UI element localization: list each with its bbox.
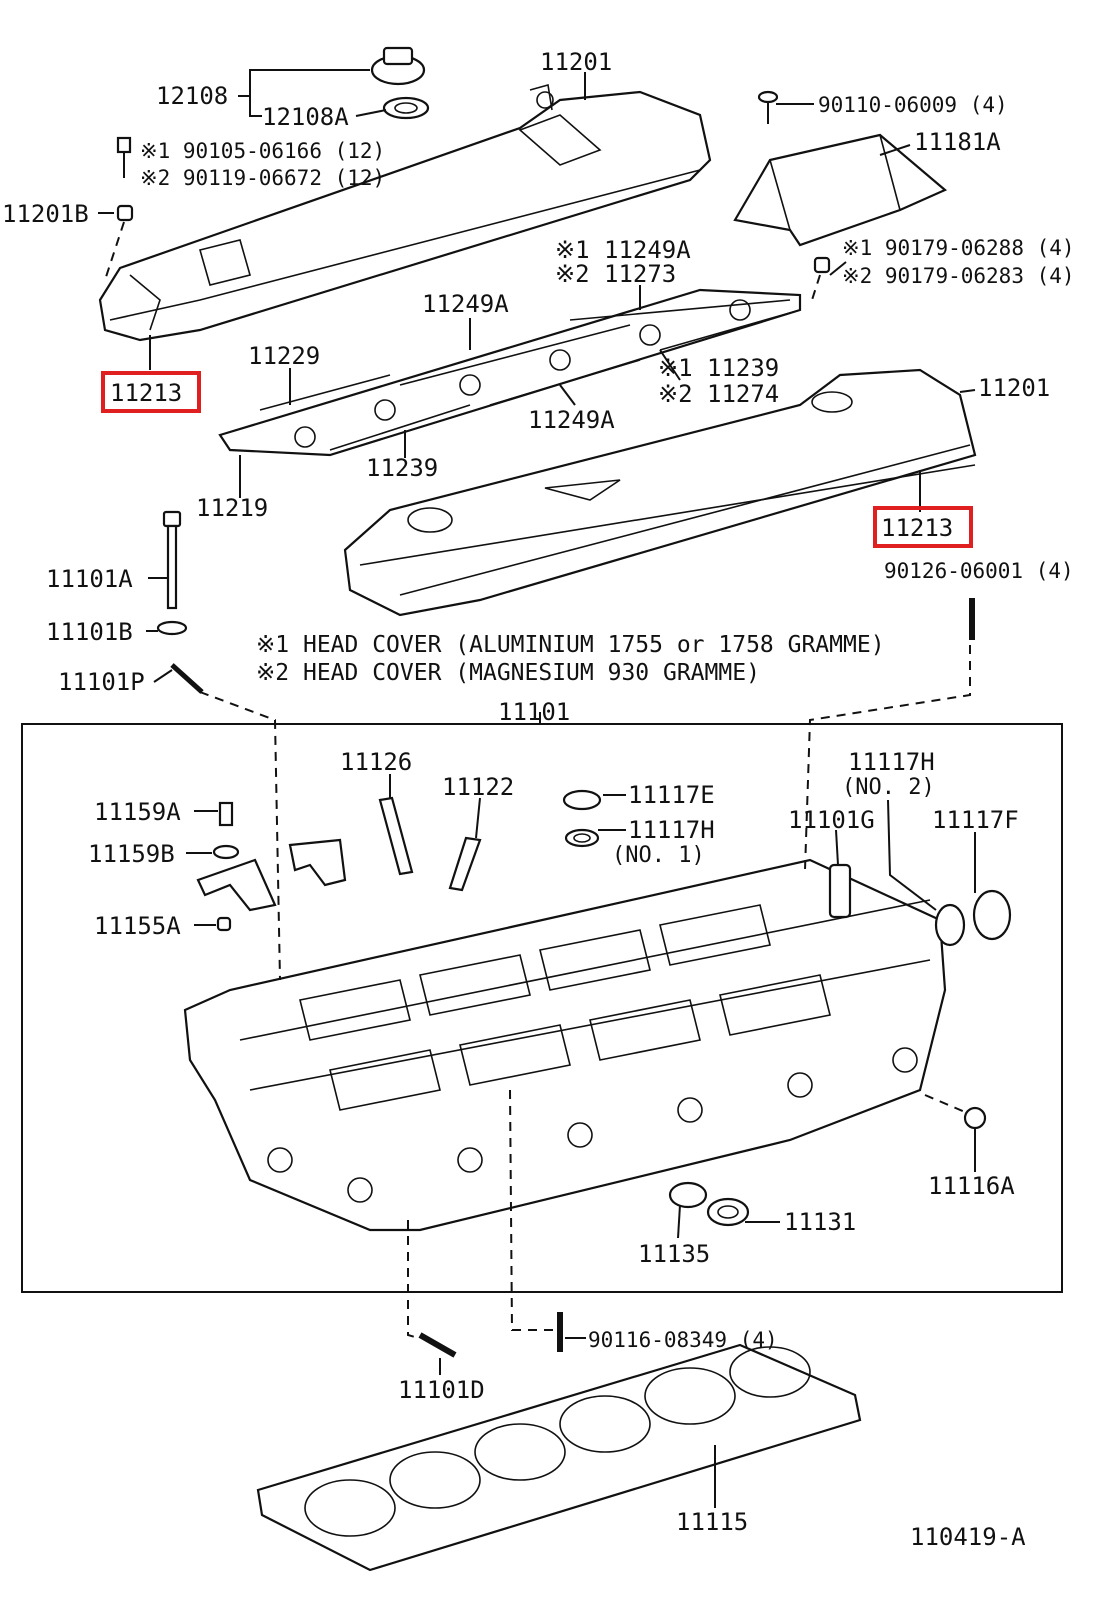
label-11159b[interactable]: 11159B (88, 840, 175, 868)
label-11122[interactable]: 11122 (442, 773, 514, 801)
label-11101d[interactable]: 11101D (398, 1376, 485, 1404)
label-11101b[interactable]: 11101B (46, 618, 133, 646)
label-90105[interactable]: ※1 90105-06166 (12) (140, 139, 385, 163)
label-11201-top[interactable]: 11201 (540, 48, 612, 76)
screw-90110-illustration (757, 90, 779, 124)
label-11117h-no1-qualifier[interactable]: (NO. 1) (612, 843, 705, 868)
head-bolt-illustration (156, 510, 188, 636)
label-11126[interactable]: 11126 (340, 748, 412, 776)
gasket-plate-11219-illustration (218, 288, 802, 457)
label-11116a[interactable]: 11116A (928, 1172, 1015, 1200)
footnote-aluminium: ※1 HEAD COVER (ALUMINIUM 1755 or 1758 GR… (256, 632, 885, 658)
label-90126[interactable]: 90126-06001 (4) (884, 559, 1074, 583)
label-90116[interactable]: 90116-08349 (4) (588, 1328, 778, 1352)
head-cover-left-illustration (98, 83, 712, 342)
label-11249a-1[interactable]: ※1 11249A (555, 236, 691, 264)
label-11159a[interactable]: 11159A (94, 798, 181, 826)
label-11273[interactable]: ※2 11273 (555, 260, 676, 288)
highlight-box-11213-right (873, 506, 973, 548)
label-11249a-2[interactable]: 11249A (422, 290, 509, 318)
label-11219[interactable]: 11219 (196, 494, 268, 522)
label-11201b[interactable]: 11201B (2, 200, 89, 228)
label-11213-right[interactable]: 11213 (881, 514, 953, 542)
label-11117f[interactable]: 11117F (932, 806, 1019, 834)
label-11117h-no2[interactable]: 11117H (848, 748, 935, 776)
label-12108a[interactable]: 12108A (262, 103, 349, 131)
label-11229[interactable]: 11229 (248, 342, 320, 370)
label-11135[interactable]: 11135 (638, 1240, 710, 1268)
label-11155a[interactable]: 11155A (94, 912, 181, 940)
label-11117h-no2-qualifier[interactable]: (NO. 2) (842, 775, 935, 800)
head-gasket-illustration (256, 1343, 862, 1572)
stud-11101p-illustration (170, 663, 204, 694)
label-11274[interactable]: ※2 11274 (658, 380, 779, 408)
head-cover-bolt-illustration (116, 136, 134, 222)
stud-11101d-illustration (418, 1332, 457, 1358)
label-11115[interactable]: 11115 (676, 1508, 748, 1536)
part-labels: 12108 12108A 11201 90110-06009 (4) 11181… (2, 48, 1075, 1551)
label-11101g[interactable]: 11101G (788, 806, 875, 834)
label-11117e[interactable]: 11117E (628, 781, 715, 809)
label-11239-2[interactable]: 11239 (366, 454, 438, 482)
label-11101[interactable]: 11101 (498, 698, 570, 726)
label-11131[interactable]: 11131 (784, 1208, 856, 1236)
plugs-and-seals-illustration (562, 789, 1012, 1227)
label-12108[interactable]: 12108 (156, 82, 228, 110)
label-90179-2[interactable]: ※2 90179-06283 (4) (842, 264, 1075, 288)
label-11117h-no1[interactable]: 11117H (628, 816, 715, 844)
oil-filler-cap-illustration (370, 46, 430, 120)
highlight-box-11213-left (101, 371, 201, 413)
label-11213-left[interactable]: 11213 (110, 379, 182, 407)
cylinder-head-box (21, 723, 1063, 1293)
label-11101p[interactable]: 11101P (58, 668, 145, 696)
label-11249a-3[interactable]: 11249A (528, 406, 615, 434)
label-90179-1[interactable]: ※1 90179-06288 (4) (842, 236, 1075, 260)
nut-90179-illustration (813, 256, 831, 274)
label-11181a[interactable]: 11181A (914, 128, 1001, 156)
leader-lines (98, 69, 976, 1508)
bearing-caps-illustration (196, 801, 852, 932)
label-11201-right[interactable]: 11201 (978, 374, 1050, 402)
label-90119[interactable]: ※2 90119-06672 (12) (140, 166, 385, 190)
label-11101a[interactable]: 11101A (46, 565, 133, 593)
label-11239-1[interactable]: ※1 11239 (658, 354, 779, 382)
valve-guides-illustration (378, 796, 482, 892)
footnote-magnesium: ※2 HEAD COVER (MAGNESIUM 930 GRAMME) (256, 660, 760, 686)
cover-11181a-illustration (733, 133, 948, 247)
diagram-code: 110419-A (910, 1523, 1026, 1551)
label-90110[interactable]: 90110-06009 (4) (818, 93, 1008, 117)
cylinder-head-illustration (183, 858, 947, 1232)
head-cover-right-illustration (343, 368, 977, 617)
